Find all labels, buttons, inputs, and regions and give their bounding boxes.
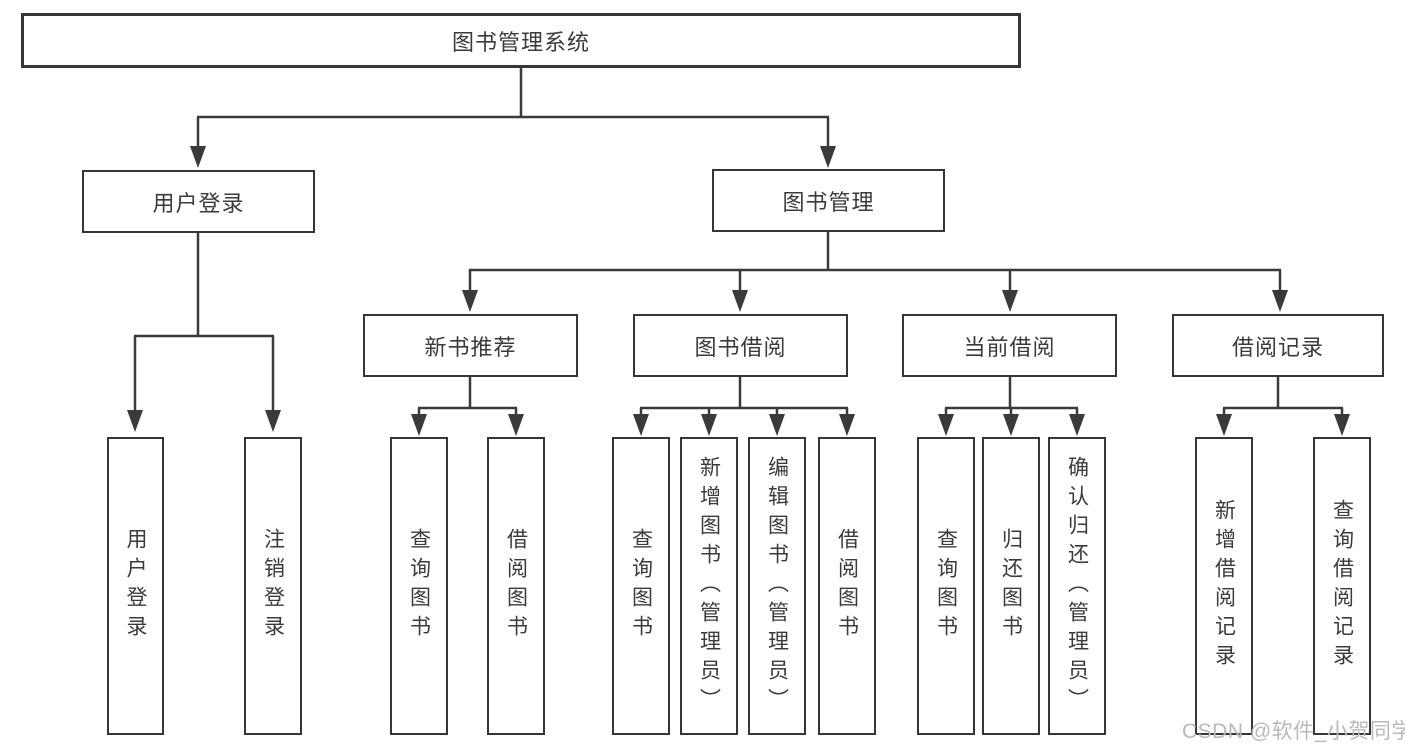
leaf-borrow-add-label: 新增图书（管理员） — [697, 455, 721, 717]
connector-book-mgmt-to-level3 — [462, 232, 1288, 312]
node-borrow-records: 借阅记录 — [1172, 314, 1384, 377]
leaf-current-return: 归还图书 — [982, 437, 1040, 735]
leaf-user-login-label: 用户登录 — [124, 528, 147, 644]
leaf-records-query: 查询借阅记录 — [1313, 437, 1371, 735]
leaf-current-confirm: 确认归还（管理员） — [1048, 437, 1106, 735]
leaf-current-return-label: 归还图书 — [999, 528, 1023, 644]
leaf-logout: 注销登录 — [244, 437, 302, 735]
leaf-newbooks-borrow: 借阅图书 — [487, 437, 545, 735]
connector-book-borrow-to-leaves — [633, 377, 855, 436]
leaf-newbooks-query-label: 查询图书 — [407, 528, 431, 644]
leaf-current-confirm-label: 确认归还（管理员） — [1065, 455, 1089, 717]
connector-current-borrow-to-leaves — [938, 377, 1085, 436]
node-new-books: 新书推荐 — [363, 314, 578, 377]
leaf-borrow-edit: 编辑图书（管理员） — [748, 437, 806, 735]
leaf-current-query: 查询图书 — [917, 437, 975, 735]
leaf-borrow-borrow-label: 借阅图书 — [835, 528, 859, 644]
node-user-login-label: 用户登录 — [152, 190, 245, 216]
leaf-borrow-add: 新增图书（管理员） — [680, 437, 738, 735]
node-root: 图书管理系统 — [21, 13, 1021, 68]
leaf-records-add-label: 新增借阅记录 — [1212, 499, 1236, 673]
node-book-mgmt: 图书管理 — [712, 169, 945, 232]
leaf-newbooks-query: 查询图书 — [390, 437, 448, 735]
leaf-borrow-query-label: 查询图书 — [629, 528, 653, 644]
connector-borrow-records-to-leaves — [1216, 377, 1350, 436]
node-user-login: 用户登录 — [82, 170, 315, 233]
node-root-label: 图书管理系统 — [451, 29, 590, 55]
node-book-borrow-label: 图书借阅 — [694, 334, 787, 360]
csdn-watermark: CSDN @软件_小贺同学 — [1182, 720, 1405, 743]
node-book-borrow: 图书借阅 — [633, 314, 848, 377]
node-book-mgmt-label: 图书管理 — [782, 189, 875, 215]
leaf-current-query-label: 查询图书 — [934, 528, 958, 644]
connector-root-to-level2 — [190, 68, 836, 168]
leaf-borrow-edit-label: 编辑图书（管理员） — [765, 455, 789, 717]
node-current-borrow: 当前借阅 — [902, 314, 1117, 377]
leaf-borrow-query: 查询图书 — [612, 437, 670, 735]
leaf-user-login: 用户登录 — [107, 437, 164, 735]
leaf-newbooks-borrow-label: 借阅图书 — [504, 528, 528, 644]
connector-user-login-to-leaves — [127, 233, 281, 432]
node-new-books-label: 新书推荐 — [424, 334, 517, 360]
leaf-records-query-label: 查询借阅记录 — [1330, 499, 1354, 673]
node-current-borrow-label: 当前借阅 — [963, 334, 1056, 360]
leaf-borrow-borrow: 借阅图书 — [818, 437, 876, 735]
leaf-logout-label: 注销登录 — [261, 528, 285, 644]
connector-new-books-to-leaves — [411, 377, 524, 436]
node-borrow-records-label: 借阅记录 — [1231, 334, 1324, 360]
leaf-records-add: 新增借阅记录 — [1195, 437, 1253, 735]
